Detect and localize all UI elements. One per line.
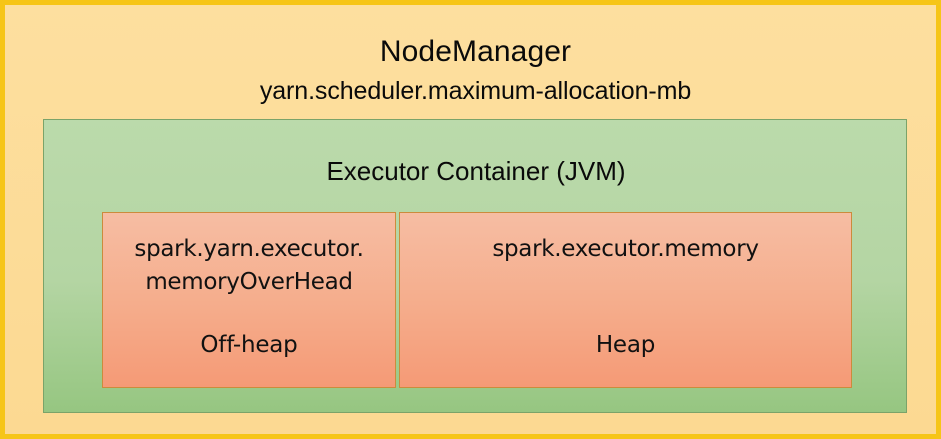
executor-container-box: Executor Container (JVM) spark.yarn.exec…: [43, 119, 907, 413]
off-heap-property-line2: memoryOverHead: [145, 269, 353, 295]
off-heap-label: Off-heap: [200, 332, 298, 358]
executor-container-title: Executor Container (JVM): [326, 156, 626, 186]
nodemanager-title: NodeManager: [379, 35, 572, 68]
heap-label: Heap: [595, 332, 656, 358]
memory-box-off-heap: spark.yarn.executor. memoryOverHead Off-…: [102, 212, 396, 388]
off-heap-property-line1: spark.yarn.executor.: [134, 236, 364, 262]
memory-box-heap: spark.executor.memory Heap: [399, 212, 852, 388]
heap-property-line1: spark.executor.memory: [492, 236, 759, 262]
nodemanager-config-property: yarn.scheduler.maximum-allocation-mb: [259, 77, 692, 105]
off-heap-property-name: spark.yarn.executor. memoryOverHead: [103, 233, 395, 299]
heap-property-name: spark.executor.memory: [400, 233, 851, 266]
